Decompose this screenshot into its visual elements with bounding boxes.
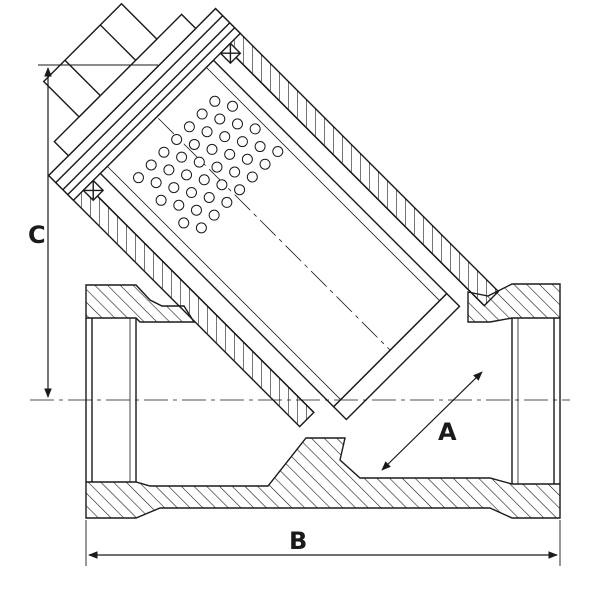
dimension-a-label: A (438, 418, 457, 446)
dimension-a (381, 371, 483, 471)
screen-perforations (132, 95, 284, 234)
dimension-b (85, 520, 561, 566)
dimension-b-label: B (289, 527, 307, 555)
dimension-c (38, 64, 158, 398)
y-leg-housing (42, 2, 500, 428)
right-outlet (511, 318, 561, 484)
body-bottom-wall (85, 437, 561, 519)
dimension-c-label: C (28, 221, 46, 249)
